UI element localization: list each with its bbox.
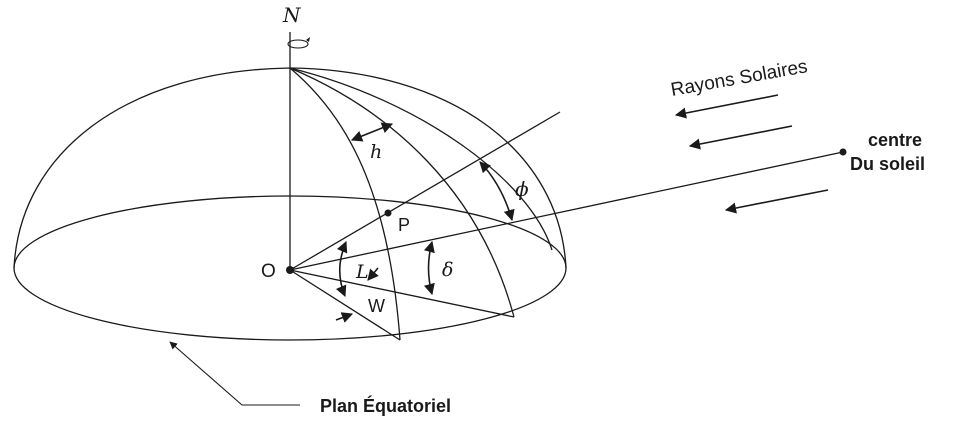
line-o-to-edge — [289, 269, 515, 318]
delta-label: δ — [442, 259, 453, 281]
solar-ray-arrow-3 — [724, 189, 829, 214]
phi-label: ϕ — [515, 177, 529, 201]
meridian-arc-2 — [289, 67, 515, 318]
phi-angle-arrow — [479, 161, 515, 222]
line-o-to-bottom — [289, 269, 401, 341]
w-pointer-arrow — [335, 312, 354, 323]
meridian-arc-3 — [289, 67, 553, 251]
sun-center-label-1: centre — [868, 130, 922, 150]
equatorial-plane-label: Plan Équatoriel — [320, 395, 451, 416]
p-pointer-arrow — [367, 267, 379, 281]
origin-point — [286, 266, 294, 274]
w-label: W — [368, 296, 385, 316]
delta-angle-arrow — [423, 240, 435, 296]
solar-rays-label: Rayons Solaires — [669, 56, 809, 101]
solar-ray-arrow-2 — [688, 125, 793, 150]
line-o-through-p — [289, 111, 561, 271]
line-o-to-sun — [289, 151, 844, 271]
sun-center-point — [839, 148, 847, 156]
hour-angle-label: h — [370, 141, 382, 163]
origin-label: O — [261, 261, 276, 282]
rotation-icon — [287, 37, 310, 49]
point-p — [384, 209, 392, 217]
sun-center-label-2: Du soleil — [850, 154, 925, 174]
latitude-label: L — [355, 261, 369, 283]
solar-ray-arrow-1 — [674, 94, 779, 119]
north-label: N — [282, 3, 302, 27]
equatorial-plane-callout — [169, 341, 300, 406]
point-p-label: P — [398, 215, 410, 235]
meridian-arc-1 — [289, 67, 401, 341]
hour-angle-arrow — [350, 122, 394, 142]
latitude-angle-arrow — [335, 240, 348, 298]
